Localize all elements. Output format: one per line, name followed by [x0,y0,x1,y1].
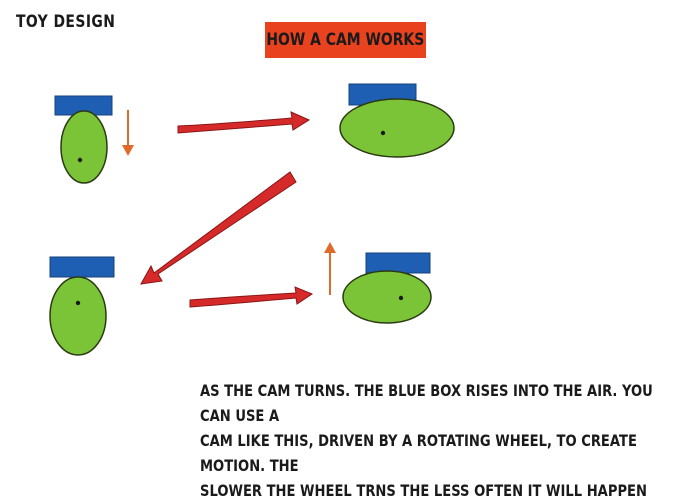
caption-line: CAM LIKE THIS, DRIVEN BY A ROTATING WHEE… [200,431,637,475]
caption-line: SLOWER THE WHEEL TRNS THE LESS OFTEN IT … [200,481,648,500]
page-title: HOW A CAM WORKS [266,30,425,50]
title-banner: HOW A CAM WORKS [265,22,426,58]
caption-line: AS THE CAM TURNS. THE BLUE BOX RISES INT… [200,381,653,425]
blue-box [49,256,115,278]
cam-axle [77,157,83,163]
corner-label: TOY DESIGN [16,12,116,32]
cam [60,110,108,184]
cam [342,270,432,324]
up-arrow-icon [324,242,336,295]
stage-3 [49,256,115,356]
caption: AS THE CAM TURNS. THE BLUE BOX RISES INT… [200,378,659,503]
stage-4 [324,242,432,324]
cam [49,276,107,356]
cam [339,98,455,158]
arrow-stage1-to-stage2 [177,111,311,134]
stage-2 [339,83,455,158]
cam-axle [398,295,404,301]
blue-box [365,252,431,274]
arrow-stage3-to-stage4 [189,286,314,308]
stage-1 [54,95,134,184]
cam-diagram [49,83,455,356]
cam-axle [380,130,386,136]
cam-axle [75,300,81,306]
arrow-stage2-to-stage3 [140,171,297,285]
down-arrow-icon [122,110,134,156]
